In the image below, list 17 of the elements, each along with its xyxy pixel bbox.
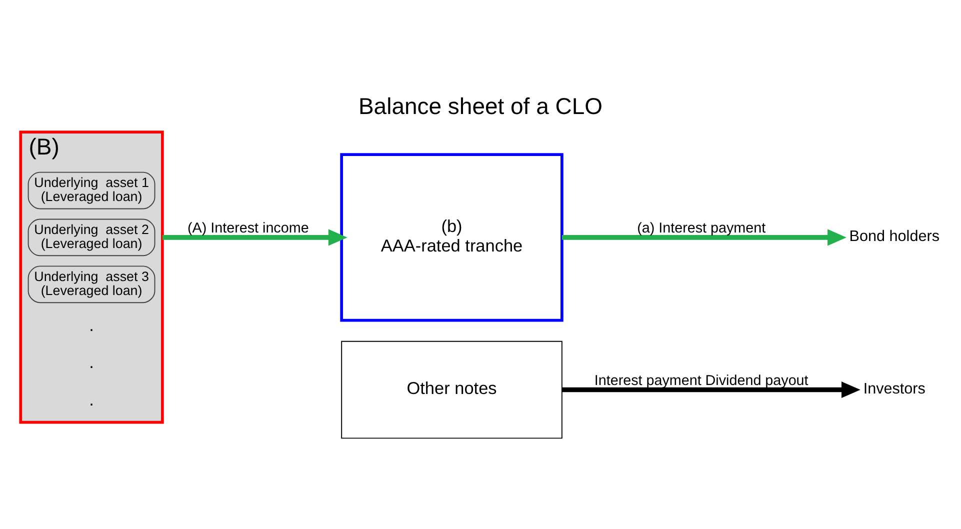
label: . (89, 314, 94, 334)
node-box: (b) AAA-rated tranche (340, 152, 564, 322)
node-text: Bond holders (849, 228, 940, 245)
edge-label: (A) Interest income (188, 220, 309, 236)
edge-label: (a) Interest payment (637, 220, 766, 236)
node-box: Underlying asset 2 (Leveraged loan) (28, 218, 156, 256)
node-box: Underlying asset 3 (Leveraged loan) (28, 265, 156, 303)
label: . (89, 389, 94, 409)
node-text: Investors (863, 380, 926, 397)
node-box: Underlying asset 1 (Leveraged loan) (28, 171, 156, 209)
arrow (162, 228, 348, 246)
diagram-title: Balance sheet of a CLO (358, 92, 603, 119)
label: . (89, 352, 94, 372)
edge-label: Interest payment Dividend payout (594, 372, 808, 388)
arrow (562, 228, 846, 246)
node-box: Other notes (341, 340, 562, 438)
arrow (562, 381, 860, 398)
